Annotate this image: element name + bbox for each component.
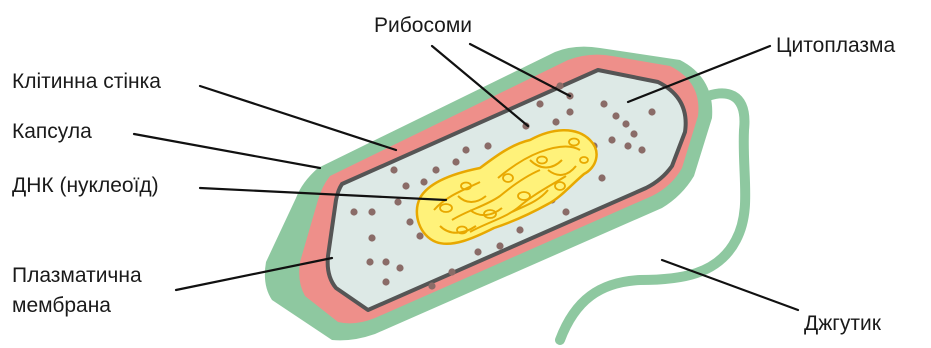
leader-cell-wall: [200, 86, 396, 150]
label-plasma-membrane-line1: Плазматична: [12, 264, 142, 287]
label-dna: ДНК (нуклеоїд): [12, 174, 159, 197]
label-ribosomes: Рибосоми: [374, 14, 472, 37]
leader-flagellum: [662, 260, 798, 310]
leader-capsule: [134, 134, 320, 168]
label-cytoplasm: Цитоплазма: [776, 34, 895, 57]
label-plasma-membrane-line2: мембрана: [12, 294, 111, 317]
label-flagellum: Джгутик: [804, 312, 882, 335]
label-capsule: Капсула: [12, 120, 92, 143]
label-cell-wall: Клітинна стінка: [12, 70, 161, 93]
